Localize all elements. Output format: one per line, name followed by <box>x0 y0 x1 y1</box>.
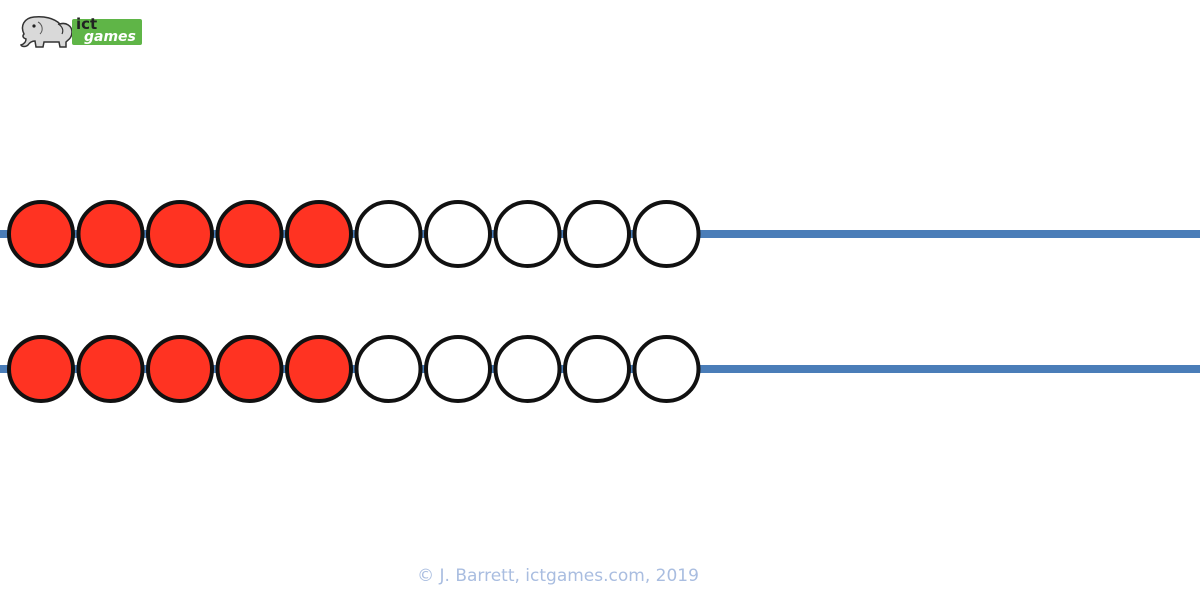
red-bead-row1-1[interactable] <box>7 200 75 268</box>
logo-text-ict: ict <box>76 15 98 33</box>
copyright-text: © J. Barrett, ictgames.com, 2019 <box>417 566 699 586</box>
white-bead-row2-7[interactable] <box>424 335 492 403</box>
red-bead-row1-3[interactable] <box>146 200 214 268</box>
ictgames-logo[interactable]: ict games <box>14 12 142 50</box>
white-bead-row1-10[interactable] <box>632 200 701 268</box>
white-bead-row1-8[interactable] <box>493 200 562 268</box>
white-bead-row2-9[interactable] <box>563 335 631 403</box>
logo-text-games: games <box>84 29 136 45</box>
white-bead-row2-8[interactable] <box>493 335 562 403</box>
elephant-icon <box>19 16 73 48</box>
white-bead-row2-6[interactable] <box>354 335 423 403</box>
copyright-footer: © J. Barrett, ictgames.com, 2019 <box>0 566 1200 586</box>
red-bead-row2-1[interactable] <box>7 335 75 403</box>
white-bead-row2-10[interactable] <box>632 335 701 403</box>
red-bead-row1-5[interactable] <box>285 200 353 268</box>
red-bead-row2-5[interactable] <box>285 335 353 403</box>
white-bead-row1-9[interactable] <box>563 200 631 268</box>
logo-badge <box>72 19 142 45</box>
red-bead-row2-2[interactable] <box>76 335 145 403</box>
white-bead-row1-7[interactable] <box>424 200 492 268</box>
white-bead-row1-6[interactable] <box>354 200 423 268</box>
red-bead-row1-2[interactable] <box>76 200 145 268</box>
red-bead-row2-4[interactable] <box>215 335 284 403</box>
red-bead-row1-4[interactable] <box>215 200 284 268</box>
red-bead-row2-3[interactable] <box>146 335 214 403</box>
